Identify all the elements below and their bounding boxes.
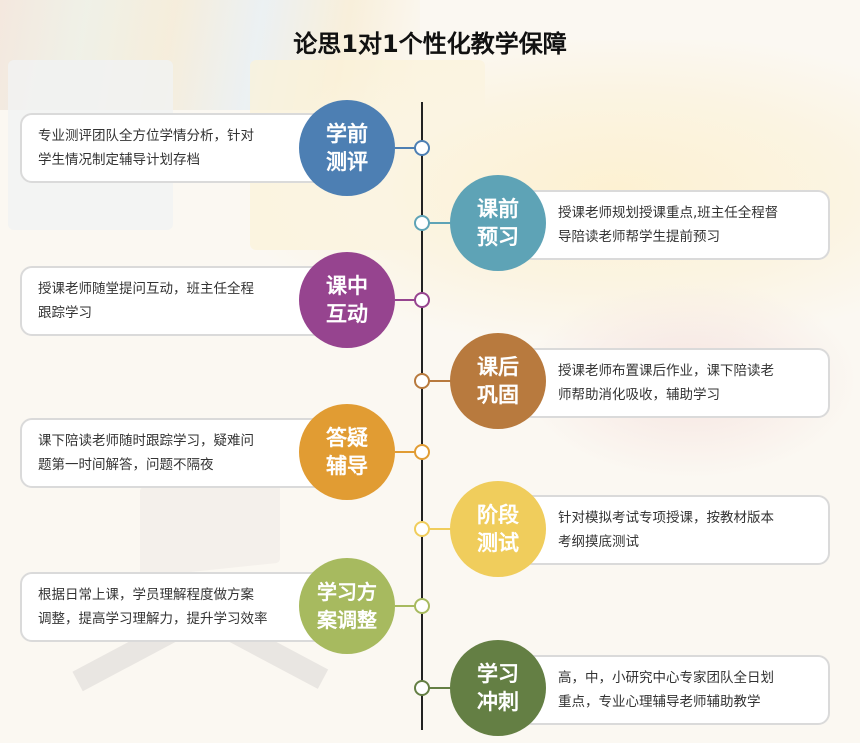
step-badge: 学前 测评 xyxy=(299,100,395,196)
step-description-box: 授课老师随堂提问互动，班主任全程 跟踪学习 xyxy=(20,266,330,336)
step-description: 授课老师布置课后作业，课下陪读老 师帮助消化吸收，辅助学习 xyxy=(558,363,774,403)
timeline-node xyxy=(414,680,430,696)
page-title: 论思1对1个性化教学保障 xyxy=(293,30,567,58)
step-badge: 学习 冲刺 xyxy=(450,640,546,736)
connector xyxy=(422,380,452,382)
step-badge: 阶段 测试 xyxy=(450,481,546,577)
connector xyxy=(422,222,452,224)
timeline-node xyxy=(414,140,430,156)
connector xyxy=(422,687,452,689)
step-badge: 课后 巩固 xyxy=(450,333,546,429)
step-description: 专业测评团队全方位学情分析，针对 学生情况制定辅导计划存档 xyxy=(38,128,254,168)
step-description-box: 课下陪读老师随时跟踪学习，疑难问 题第一时间解答，问题不隔夜 xyxy=(20,418,330,488)
step-description: 根据日常上课，学员理解程度做方案 调整，提高学习理解力，提升学习效率 xyxy=(38,587,268,627)
step-description: 课下陪读老师随时跟踪学习，疑难问 题第一时间解答，问题不隔夜 xyxy=(38,433,254,473)
step-description: 授课老师规划授课重点,班主任全程督 导陪读老师帮学生提前预习 xyxy=(558,205,779,245)
step-badge: 课中 互动 xyxy=(299,252,395,348)
step-description-box: 授课老师布置课后作业，课下陪读老 师帮助消化吸收，辅助学习 xyxy=(520,348,830,418)
timeline-node xyxy=(414,444,430,460)
connector xyxy=(395,299,422,301)
step-badge: 答疑 辅导 xyxy=(299,404,395,500)
connector xyxy=(395,451,422,453)
timeline-axis xyxy=(421,102,423,730)
step-description-box: 专业测评团队全方位学情分析，针对 学生情况制定辅导计划存档 xyxy=(20,113,330,183)
step-description-box: 授课老师规划授课重点,班主任全程督 导陪读老师帮学生提前预习 xyxy=(520,190,830,260)
step-badge: 课前 预习 xyxy=(450,175,546,271)
step-description-box: 高，中，小研究中心专家团队全日划 重点，专业心理辅导老师辅助教学 xyxy=(520,655,830,725)
timeline-node xyxy=(414,215,430,231)
connector xyxy=(395,605,422,607)
step-description-box: 根据日常上课，学员理解程度做方案 调整，提高学习理解力，提升学习效率 xyxy=(20,572,330,642)
step-description-box: 针对模拟考试专项授课，按教材版本 考纲摸底测试 xyxy=(520,495,830,565)
step-description: 高，中，小研究中心专家团队全日划 重点，专业心理辅导老师辅助教学 xyxy=(558,670,774,710)
connector xyxy=(422,528,452,530)
step-badge: 学习方 案调整 xyxy=(299,558,395,654)
timeline-node xyxy=(414,598,430,614)
timeline-node xyxy=(414,373,430,389)
timeline-node xyxy=(414,292,430,308)
step-description: 针对模拟考试专项授课，按教材版本 考纲摸底测试 xyxy=(558,510,774,550)
connector xyxy=(395,147,422,149)
timeline-node xyxy=(414,521,430,537)
step-description: 授课老师随堂提问互动，班主任全程 跟踪学习 xyxy=(38,281,254,321)
background-toy-block xyxy=(140,472,280,578)
